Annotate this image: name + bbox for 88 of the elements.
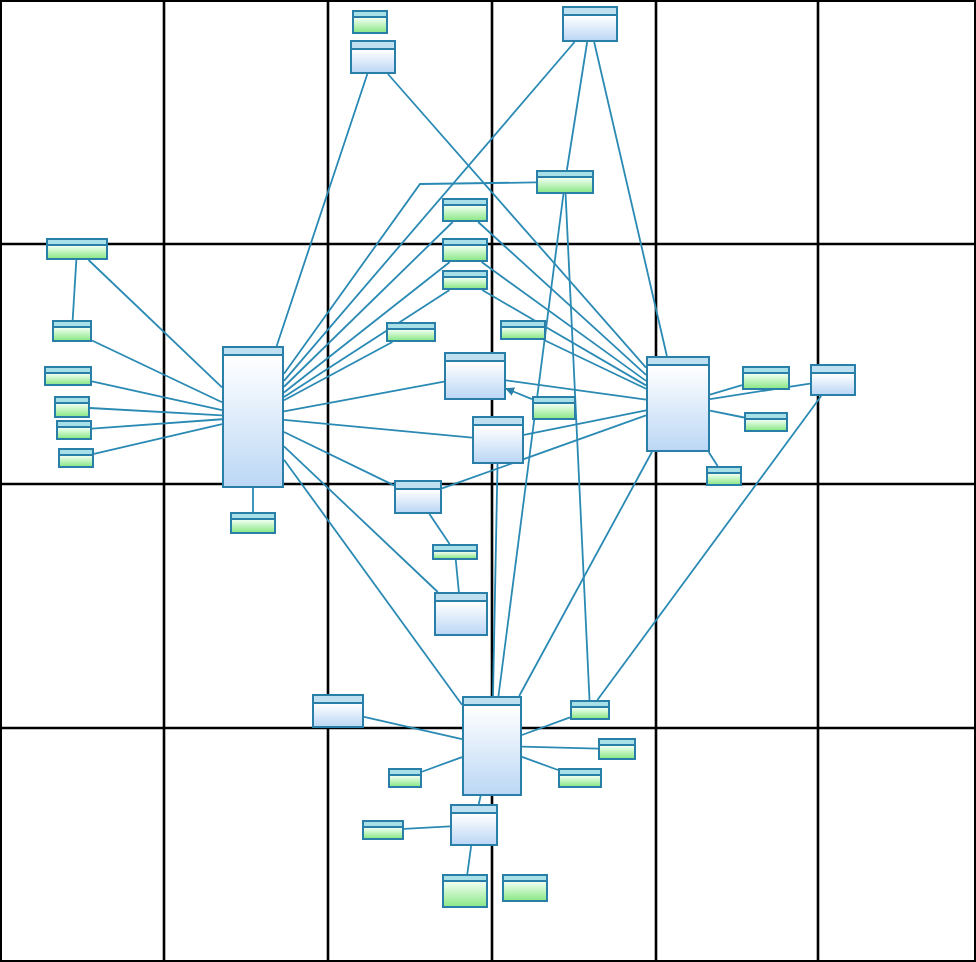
connector-line: [283, 445, 439, 593]
class-box: [312, 694, 364, 728]
connector-line: [492, 463, 499, 697]
connector-line: [283, 221, 454, 388]
connector-line: [518, 451, 653, 697]
connector-line: [466, 845, 473, 875]
connector-line: [283, 289, 451, 398]
connector-line: [505, 387, 533, 400]
class-box: [434, 592, 488, 636]
class-box: [362, 820, 404, 840]
connector-line: [521, 716, 571, 736]
connector-line: [283, 458, 463, 706]
connector-line: [421, 756, 463, 773]
connector-line: [481, 289, 647, 387]
connector-line: [521, 756, 559, 771]
class-box: [502, 874, 548, 902]
connector-line: [283, 419, 473, 439]
connector-line: [275, 73, 369, 347]
connector-line: [454, 559, 460, 593]
class-box: [558, 768, 602, 788]
class-box: [230, 512, 276, 534]
connector-line: [283, 41, 576, 382]
connector-line: [523, 409, 647, 436]
connector-line: [283, 181, 537, 375]
class-box: [432, 544, 478, 560]
connector-line: [543, 339, 647, 390]
class-box: [744, 412, 788, 432]
connector-line: [91, 339, 223, 404]
class-box: [442, 270, 488, 290]
class-box: [532, 396, 576, 420]
class-box: [500, 320, 546, 340]
connector-line: [505, 379, 647, 401]
connector-line: [252, 487, 254, 513]
connector-line: [283, 261, 451, 394]
class-box: [810, 364, 856, 396]
class-box: [442, 198, 488, 222]
class-box: [46, 238, 108, 260]
class-box: [646, 356, 710, 452]
connector-line: [477, 221, 647, 376]
class-box: [462, 696, 522, 796]
class-box: [222, 346, 284, 488]
class-box: [44, 366, 92, 386]
connector-line: [497, 193, 565, 697]
connector-line: [93, 423, 223, 455]
connector-line: [521, 745, 599, 750]
class-box: [52, 320, 92, 342]
connector-line: [441, 414, 647, 490]
class-box: [444, 352, 506, 400]
connector-line: [87, 259, 223, 389]
class-box: [442, 238, 488, 262]
connector-line: [283, 380, 445, 413]
class-box: [742, 366, 790, 390]
class-box: [352, 10, 388, 34]
class-box: [58, 448, 94, 468]
connector-line: [709, 384, 743, 396]
connector-line: [566, 41, 589, 171]
connector-line: [428, 513, 451, 545]
connector-line: [593, 41, 668, 357]
class-box: [562, 6, 618, 42]
class-box: [598, 738, 636, 760]
class-box: [450, 804, 498, 846]
class-box: [536, 170, 594, 194]
connector-line: [363, 716, 463, 741]
class-box: [706, 466, 742, 486]
connector-line: [480, 261, 647, 382]
connector-line: [283, 341, 394, 402]
class-box: [386, 322, 436, 342]
class-box: [472, 416, 524, 464]
class-box: [350, 40, 396, 74]
connector-line: [91, 380, 223, 412]
class-box: [442, 874, 488, 908]
connector-line: [709, 409, 745, 419]
connector-line: [387, 73, 647, 369]
connector-line: [403, 825, 451, 830]
connector-line: [707, 451, 719, 467]
connector-line: [709, 382, 811, 400]
class-box: [388, 768, 422, 788]
connector-line: [71, 259, 78, 321]
class-box: [394, 480, 442, 514]
connector-line: [477, 795, 482, 805]
connector-line: [596, 395, 823, 701]
class-box: [570, 700, 610, 720]
connector-line: [91, 418, 223, 430]
connector-line: [564, 193, 591, 701]
class-box: [56, 420, 92, 440]
connector-line: [283, 431, 395, 487]
connector-line: [89, 407, 223, 417]
class-box: [54, 396, 90, 418]
